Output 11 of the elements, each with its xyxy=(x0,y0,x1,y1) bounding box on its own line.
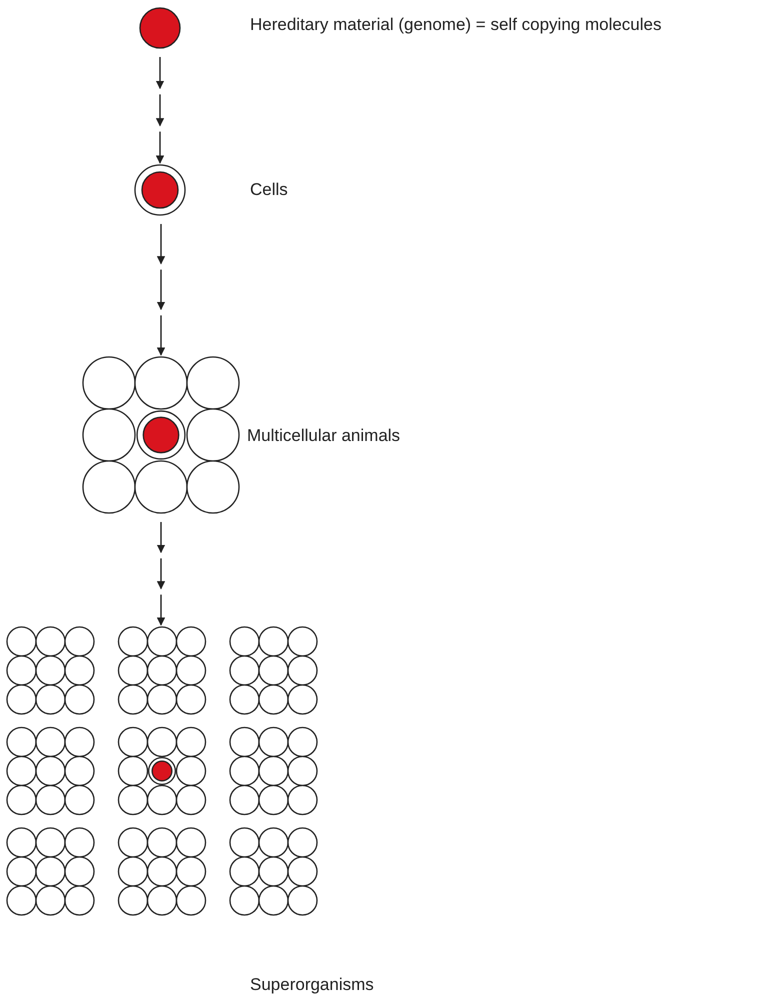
cell-circle xyxy=(134,164,186,216)
stage-label: Cells xyxy=(250,180,288,200)
stage-label: Superorganisms xyxy=(250,975,374,995)
stage-label: Hereditary material (genome) = self copying molecules xyxy=(250,15,662,35)
arrow xyxy=(156,57,164,164)
cell-cluster-drawing xyxy=(82,356,240,514)
stage-label: Multicellular animals xyxy=(247,426,400,446)
arrow xyxy=(157,224,165,356)
cell-cluster-drawing xyxy=(6,626,318,916)
arrow xyxy=(157,522,165,626)
cell-circle xyxy=(139,7,181,49)
